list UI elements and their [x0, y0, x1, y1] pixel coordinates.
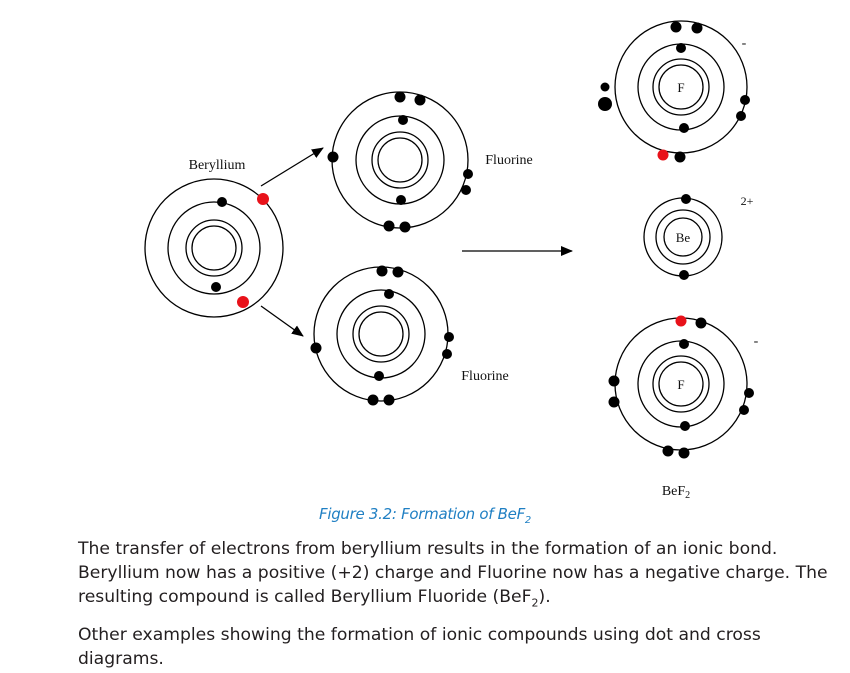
- ionic-bond-diagram: Beryllium Fluorine Fluorine: [144, 20, 759, 500]
- electron: [691, 22, 703, 34]
- electron: [444, 332, 454, 342]
- electron: [674, 151, 686, 163]
- fluorine-atom-bottom: [310, 265, 454, 406]
- electron: [394, 91, 406, 103]
- fluorine-inner-ring: [371, 131, 429, 189]
- transferred-electron: [657, 149, 669, 161]
- examples-paragraph: Other examples showing the formation of …: [78, 625, 761, 669]
- transferred-electron: [237, 296, 249, 308]
- electron: [374, 371, 384, 381]
- fluorine-atom-top: [327, 91, 473, 233]
- electron: [608, 375, 620, 387]
- electron: [678, 447, 690, 459]
- charge-label-be: 2+: [741, 194, 754, 208]
- electron: [679, 339, 689, 349]
- electron: [662, 445, 674, 457]
- electron: [680, 421, 690, 431]
- electron: [608, 396, 620, 408]
- nucleus-label-be: Be: [676, 230, 691, 245]
- electron: [461, 185, 471, 195]
- fluorine-shell-1: [336, 289, 426, 379]
- transferred-electron: [257, 193, 269, 205]
- beryllium-shell-2: [144, 178, 284, 318]
- electron: [398, 115, 408, 125]
- ion-nucleus: [658, 361, 704, 407]
- electron: [383, 220, 395, 232]
- caption-subscript: 2: [524, 515, 531, 526]
- electron: [396, 195, 406, 205]
- electron: [399, 221, 411, 233]
- fluorine-top-label: Fluorine: [485, 153, 532, 168]
- electron: [392, 266, 404, 278]
- arrow-to-top-fluorine: [260, 147, 324, 187]
- fluoride-ion-bottom: [608, 315, 754, 459]
- electron: [676, 43, 686, 53]
- fluorine-nucleus: [377, 137, 423, 183]
- ion-nucleus: [658, 64, 704, 110]
- electron: [679, 270, 689, 280]
- electron: [327, 151, 339, 163]
- paragraph-subscript: 2: [531, 596, 539, 610]
- electron: [211, 282, 221, 292]
- ion-nucleus: [663, 217, 703, 257]
- electron: [739, 405, 749, 415]
- electron: [463, 169, 473, 179]
- fluorine-shell-2: [313, 266, 449, 402]
- fluoride-ion-top: [598, 20, 750, 163]
- transferred-electron: [675, 315, 687, 327]
- electron: [681, 194, 691, 204]
- fluorine-bottom-label: Fluorine: [461, 369, 508, 384]
- nucleus-label-f-top: F: [677, 80, 684, 95]
- electron: [670, 21, 682, 33]
- beryllium-nucleus: [191, 225, 237, 271]
- figure-caption: Figure 3.2: Formation of BeF2: [0, 505, 850, 526]
- beryllium-label: Beryllium: [189, 158, 246, 173]
- electron: [744, 388, 754, 398]
- charge-label-f-top: -: [742, 36, 747, 51]
- fluorine-shell-1: [355, 115, 445, 205]
- beryllium-ion: [643, 194, 723, 280]
- beryllium-atom: [144, 178, 284, 318]
- electron: [598, 97, 612, 111]
- ion-inner-ring: [652, 355, 710, 413]
- arrow-to-bottom-fluorine: [260, 305, 304, 337]
- beryllium-shell-1: [167, 201, 261, 295]
- charge-label-f-bottom: -: [754, 334, 759, 349]
- electron: [217, 197, 227, 207]
- fluorine-inner-ring: [352, 305, 410, 363]
- electron: [414, 94, 426, 106]
- fluorine-nucleus: [358, 311, 404, 357]
- electron: [695, 317, 707, 329]
- caption-text: Figure 3.2: Formation of BeF: [319, 505, 525, 523]
- electron: [600, 82, 610, 92]
- beryllium-inner-ring: [185, 219, 243, 277]
- electron: [736, 111, 746, 121]
- electron: [442, 349, 452, 359]
- product-formula-subscript: 2: [685, 490, 690, 500]
- electron: [679, 123, 689, 133]
- product-formula-label: BeF2: [662, 484, 690, 500]
- product-formula-main: BeF: [662, 484, 686, 499]
- nucleus-label-f-bottom: F: [677, 377, 684, 392]
- electron: [384, 289, 394, 299]
- electron: [367, 394, 379, 406]
- electron: [383, 394, 395, 406]
- paragraph-text-end: ).: [538, 587, 551, 607]
- electron: [376, 265, 388, 277]
- ion-inner-ring: [652, 58, 710, 116]
- ion-inner-ring: [655, 209, 711, 265]
- fluorine-shell-2: [331, 91, 469, 229]
- electron: [740, 95, 750, 105]
- paragraph-text: The transfer of electrons from beryllium…: [78, 539, 828, 607]
- electron: [310, 342, 322, 354]
- explanation-paragraph: The transfer of electrons from beryllium…: [78, 537, 838, 615]
